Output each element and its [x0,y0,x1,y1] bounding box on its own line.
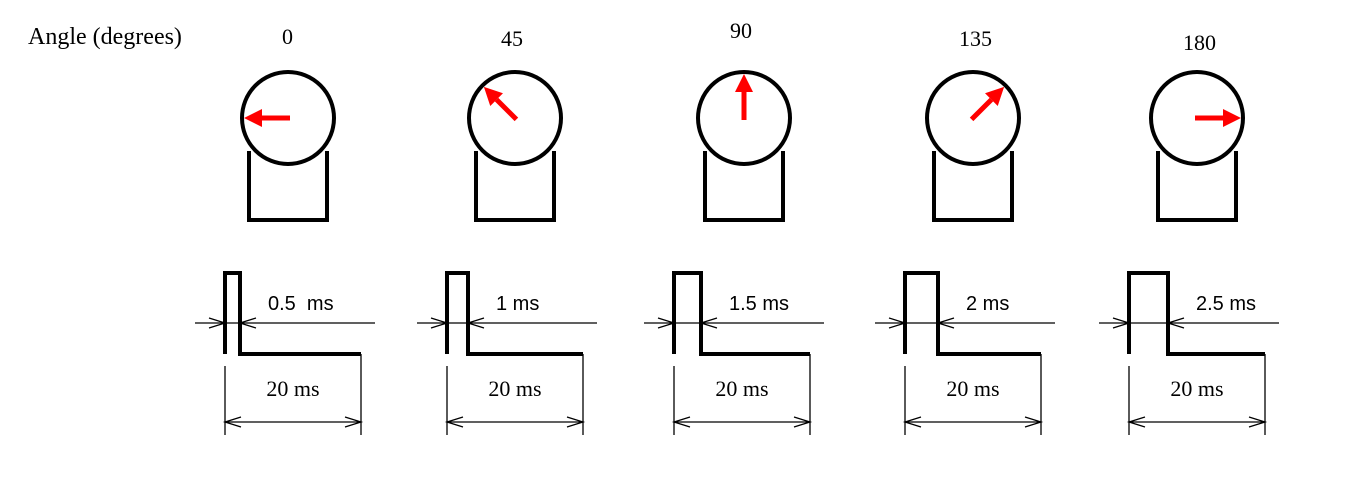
angle-label: 135 [959,26,992,51]
servo-group-135: 135 2 ms 20 ms [875,26,1055,435]
servo-body [703,151,785,222]
servo-body [474,151,556,222]
period-arrow-left [444,416,464,428]
period-arrow-left [1126,416,1146,428]
period-arrow-left [671,416,691,428]
period-label: 20 ms [1170,376,1223,401]
pulse-width-arrow-left [430,317,450,329]
pwm-pulse-waveform [445,271,583,356]
period-arrow-left [222,416,242,428]
angle-arrow-head [1223,109,1241,127]
period-arrow-right [566,416,586,428]
angle-header-label: Angle (degrees) [28,24,182,50]
pwm-pulse-waveform [903,271,1041,356]
pulse-width-label: 2 ms [966,293,1009,315]
pulse-width-arrow-right [465,317,485,329]
period-label: 20 ms [266,376,319,401]
angle-arrow-head [244,109,262,127]
period-arrow-left [902,416,922,428]
angle-label: 45 [501,26,523,51]
period-label: 20 ms [715,376,768,401]
period-label: 20 ms [488,376,541,401]
period-arrow-right [1024,416,1044,428]
pulse-width-label: 1.5 ms [729,293,789,315]
servo-group-0: 0 0.5 ms 20 ms [195,24,375,435]
servo-body [247,151,329,222]
pulse-width-arrow-left [657,317,677,329]
period-arrow-right [344,416,364,428]
angle-label: 180 [1183,30,1216,55]
angle-arrow-head [985,86,1005,106]
servo-group-90: 90 1.5 ms 20 ms [644,18,824,435]
servo-group-180: 180 2.5 ms 20 ms [1099,30,1279,435]
pwm-pulse-waveform [223,271,361,356]
angle-arrow-head [735,74,753,92]
pulse-width-arrow-right [935,317,955,329]
pwm-pulse-waveform [1127,271,1265,356]
pulse-width-label: 0.5 ms [268,293,334,315]
pulse-width-arrow-left [1112,317,1132,329]
pulse-width-arrow-left [208,317,228,329]
angle-label: 90 [730,18,752,43]
period-label: 20 ms [946,376,999,401]
servo-body [932,151,1014,222]
servo-group-45: 45 1 ms 20 ms [417,26,597,435]
period-arrow-right [1248,416,1268,428]
pulse-width-arrow-right [237,317,257,329]
pulse-width-arrow-left [888,317,908,329]
pulse-width-label: 1 ms [496,293,539,315]
period-arrow-right [793,416,813,428]
pulse-width-label: 2.5 ms [1196,293,1256,315]
pulse-width-arrow-right [1165,317,1185,329]
angle-arrow-shaft [494,97,519,122]
angle-arrow-shaft [969,97,994,122]
pulse-width-arrow-right [698,317,718,329]
angle-arrow-head [483,86,503,106]
pwm-pulse-waveform [672,271,810,356]
servo-body [1156,151,1238,222]
angle-label: 0 [282,24,293,49]
